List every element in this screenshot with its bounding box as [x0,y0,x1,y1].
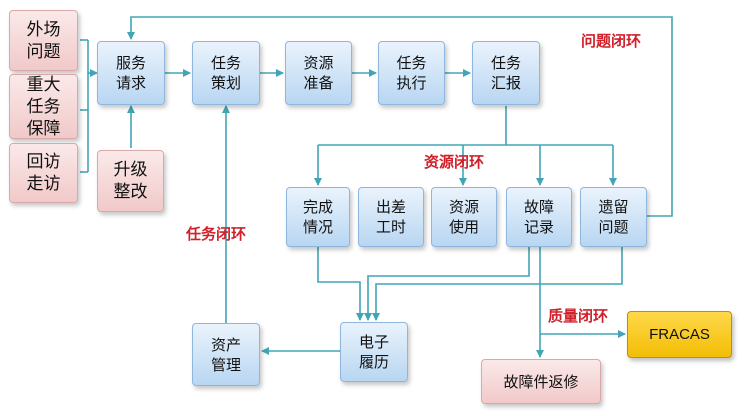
completion-status-label: 完成 情况 [302,198,333,236]
completion-status-box: 完成 情况 [286,187,350,247]
asset-management-label: 资产 管理 [210,335,241,374]
fracas-box: FRACAS [627,311,732,358]
resource-prep-box: 资源 准备 [285,41,352,105]
open-issues-label: 遗留 问题 [598,198,629,236]
major-task-support-box: 重大 任务 保障 [9,74,78,139]
resource-usage-label: 资源 使用 [448,198,479,236]
resource-loop-label: 资源闭环 [424,153,485,171]
major-task-support-label: 重大 任务 保障 [26,74,61,139]
task-planning-label: 任务 策划 [210,54,241,92]
task-execution-label: 任务 执行 [396,54,427,92]
task-execution-box: 任务 执行 [378,41,445,105]
task-report-label: 任务 汇报 [490,54,521,92]
issue-loop-label: 问题闭环 [581,32,642,50]
electronic-resume-box: 电子 履历 [340,322,408,382]
service-request-box: 服务 请求 [97,41,165,105]
open-issues-box: 遗留 问题 [580,187,647,247]
resource-prep-label: 资源 准备 [303,54,334,92]
faulty-part-return-label: 故障件返修 [503,372,579,391]
service-request-label: 服务 请求 [115,54,146,92]
fault-record-label: 故障 记录 [523,198,554,236]
fault-record-box: 故障 记录 [506,187,572,247]
business-trip-hours-box: 出差 工时 [358,187,424,247]
field-issues-box: 外场 问题 [9,10,78,71]
asset-management-box: 资产 管理 [192,323,260,386]
faulty-part-return-box: 故障件返修 [481,359,601,404]
business-trip-hours-label: 出差 工时 [375,198,406,236]
task-planning-box: 任务 策划 [192,41,260,105]
quality-loop-label: 质量闭环 [548,307,609,325]
upgrade-label: 升级 整改 [113,160,148,202]
field-issues-label: 外场 问题 [26,19,61,62]
fracas-label: FRACAS [649,326,710,343]
revisit-label: 回访 走访 [26,152,61,194]
upgrade-box: 升级 整改 [97,150,164,212]
revisit-box: 回访 走访 [9,143,78,203]
resource-usage-box: 资源 使用 [431,187,497,247]
task-report-box: 任务 汇报 [472,41,540,105]
electronic-resume-label: 电子 履历 [358,333,389,371]
task-loop-label: 任务闭环 [186,225,247,243]
